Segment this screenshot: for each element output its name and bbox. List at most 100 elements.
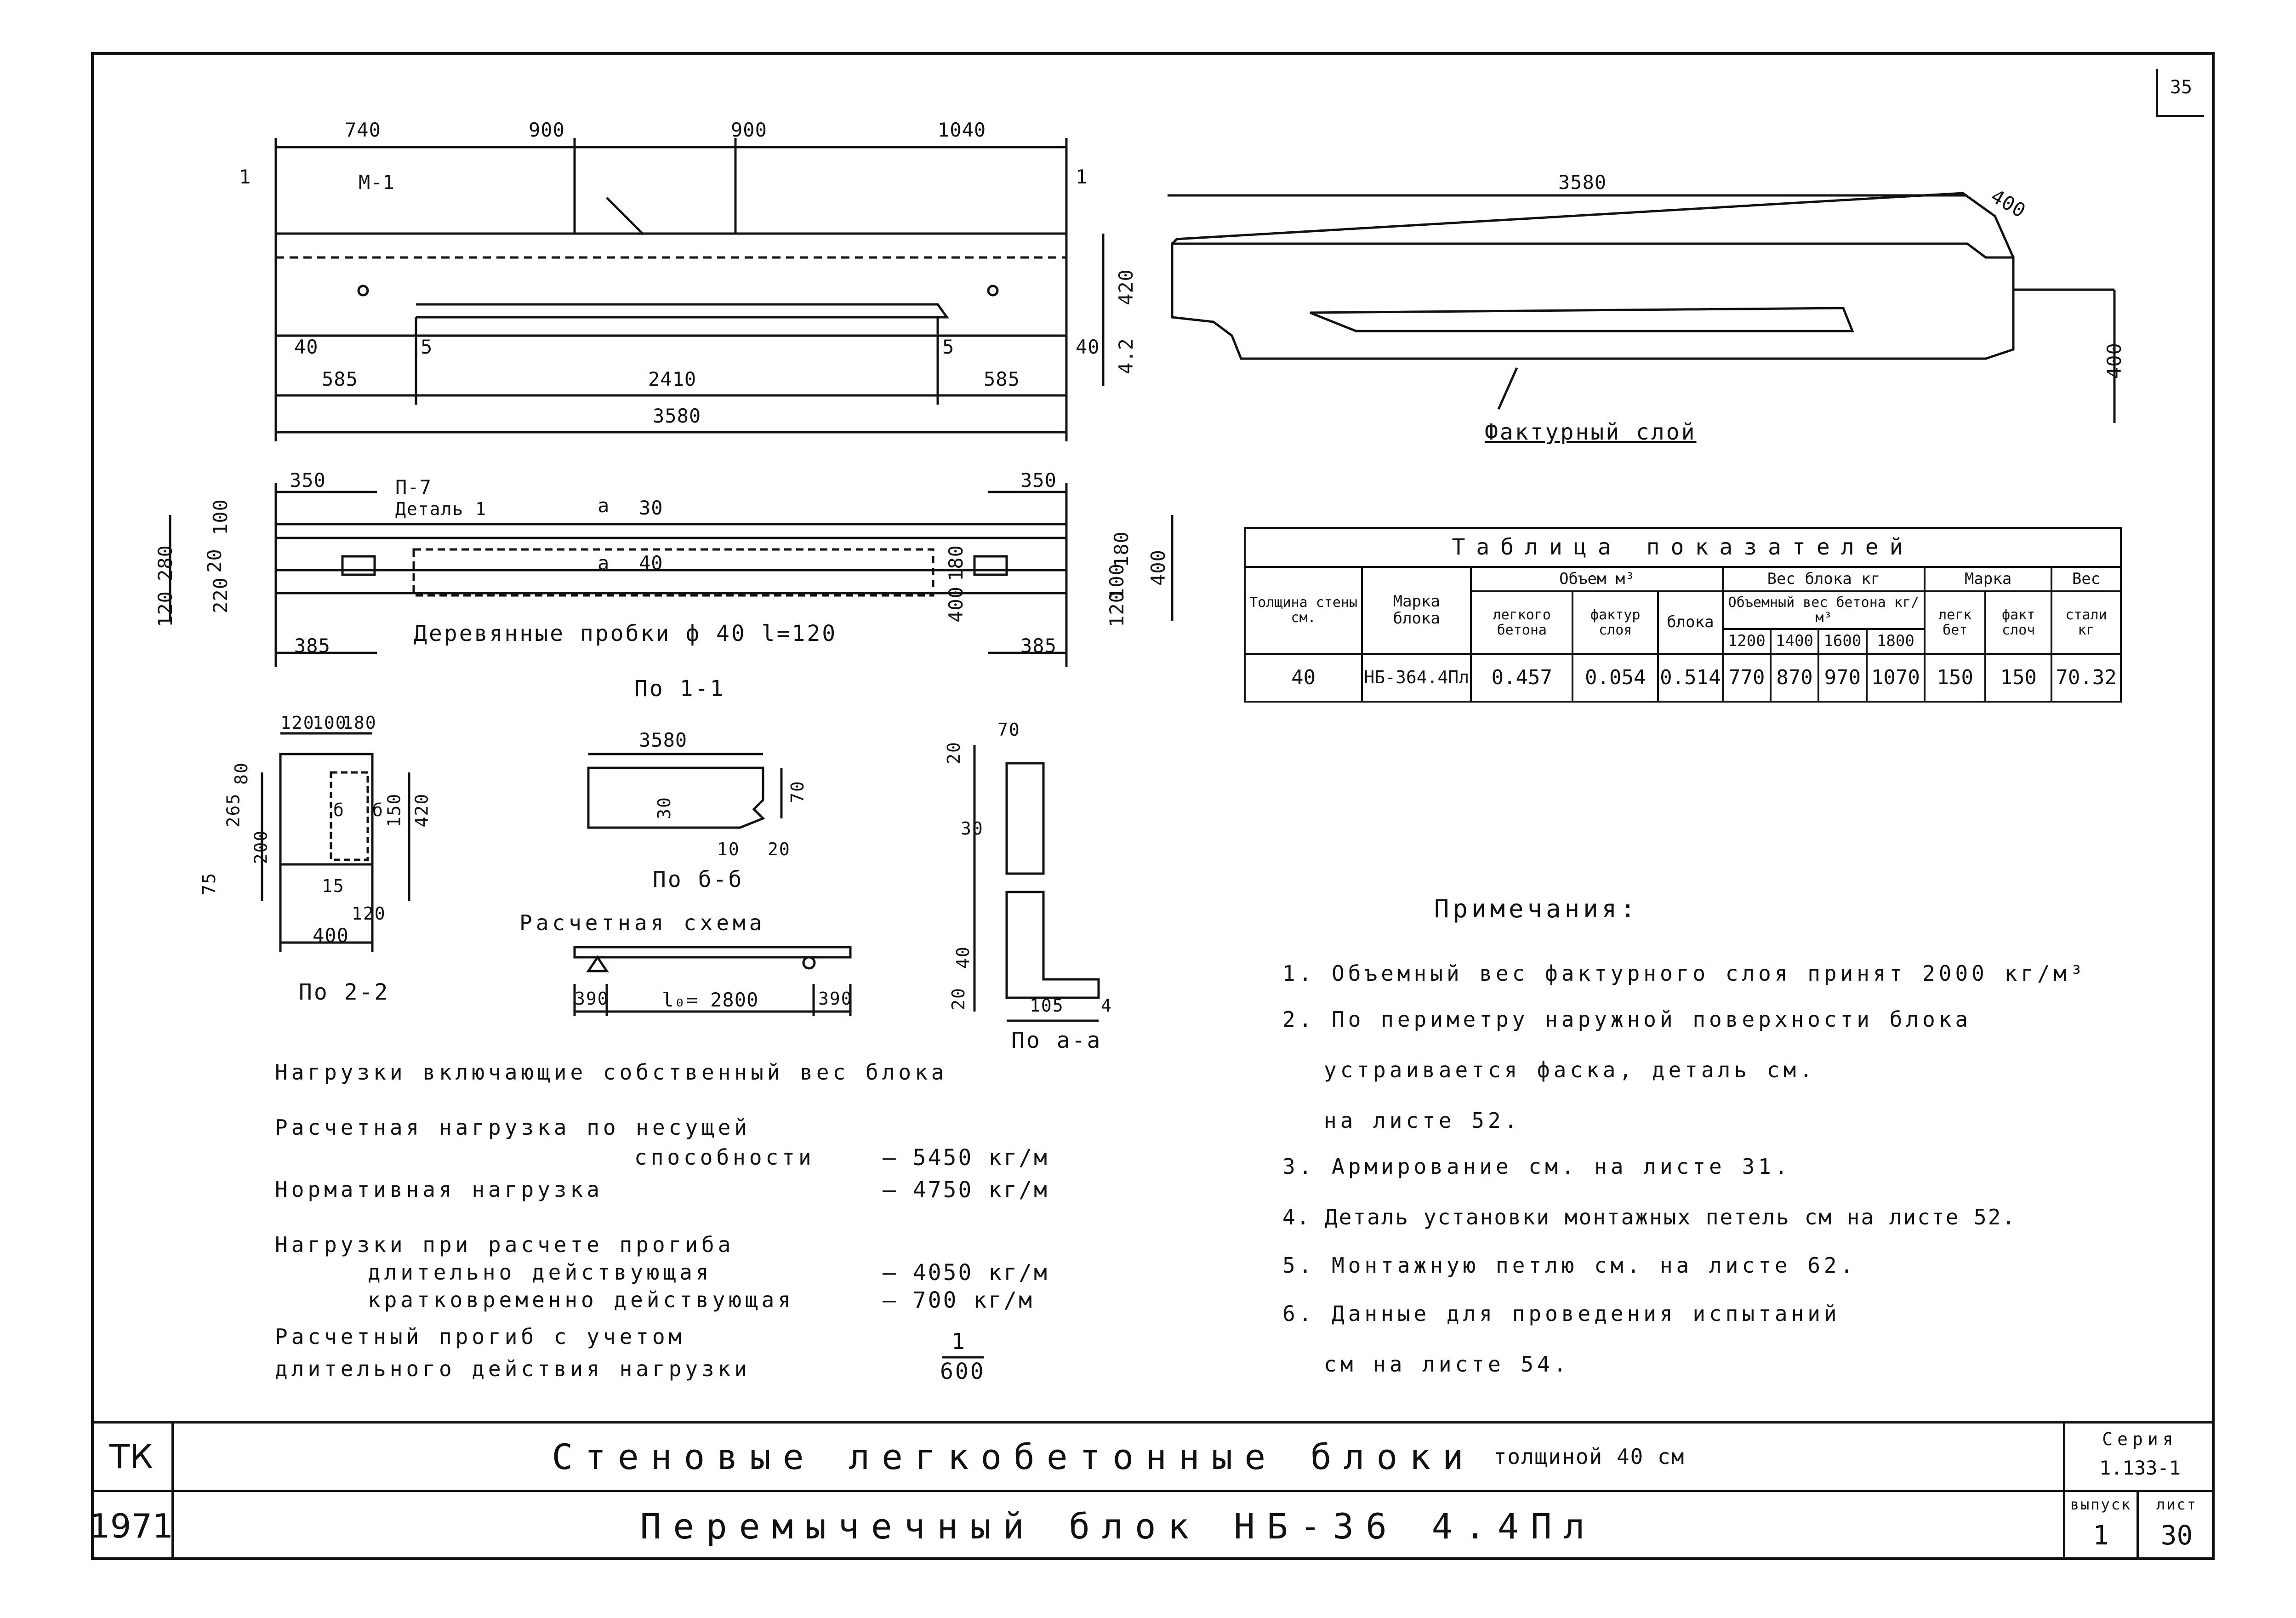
loads-calc-den: 600: [940, 1359, 986, 1384]
note-item-2c: на листе 52.: [1324, 1108, 1521, 1133]
note-item-6b: см на листе 54.: [1324, 1352, 1570, 1377]
plan-dim-right-120: 120: [1105, 591, 1128, 627]
note-item-6: 6. Данные для проведения испытаний: [1282, 1301, 1840, 1326]
table-header-volweight: Объемный вес бетона кг/м³: [1721, 590, 1926, 630]
title-block-subtitle-area: Перемычечный блок НБ-36 4.4Пл: [174, 1492, 2063, 1560]
s22-dim-200: 200: [251, 829, 271, 864]
indicators-table: Таблица показателей Толщина стены см. Ма…: [1243, 527, 2122, 703]
plan-section-a-bottom: а: [598, 552, 610, 574]
s22-dim-120b: 120: [352, 903, 386, 924]
table-header-marka: Марка: [1924, 566, 2053, 593]
sheet-value: 30: [2160, 1520, 2193, 1551]
title-block-title-sub: толщиной 40 см: [1493, 1444, 1685, 1469]
plan-outline: [274, 523, 1068, 595]
sbb-dim-20: 20: [768, 839, 791, 859]
plan-dim-left-280: 280: [154, 545, 177, 581]
scheme-beam: [573, 946, 852, 959]
elev-mark: М-1: [359, 171, 395, 194]
cell-w1200: 770: [1721, 652, 1772, 703]
cell-thickness: 40: [1243, 652, 1363, 703]
saa-dim-105: 105: [1030, 995, 1064, 1016]
plan-dim-350-left: 350: [290, 469, 326, 492]
saa-caption: По а-а: [1011, 1028, 1102, 1053]
elev-dim-5-left: 5: [421, 336, 433, 358]
table-header-fact-layer: фактур слоя: [1572, 590, 1659, 655]
cell-v-light: 0.457: [1470, 652, 1574, 703]
plan-dim-30: 30: [639, 497, 663, 519]
s22-dim-15: 15: [322, 876, 345, 896]
table-header-mark: Марка блока: [1361, 566, 1472, 655]
plan-dim-left-120: 120: [154, 591, 177, 627]
elev-dim-40-right: 40: [1076, 336, 1100, 358]
plan-dim-right-400: 400: [1146, 549, 1169, 586]
note-item-2b: устраивается фаска, деталь см.: [1324, 1058, 1816, 1082]
sbb-dim-30: 30: [654, 796, 674, 819]
s22-dim-80: 80: [231, 762, 251, 785]
title-block-issue-sheet: выпуск 1 лист 30: [2063, 1492, 2215, 1560]
plan-dim-385-left: 385: [294, 635, 330, 657]
elev-dim-420: 420: [1114, 269, 1137, 305]
loads-short-value: — 700 кг/м: [883, 1287, 1034, 1313]
plan-dim-left-20: 20: [203, 549, 226, 573]
cell-mark: НБ-364.4Пл: [1361, 652, 1472, 703]
series-value: 1.133-1: [2099, 1457, 2181, 1479]
table-header-w1200: 1200: [1721, 628, 1772, 655]
loads-design-label-1: Расчетная нагрузка по несущей: [275, 1115, 751, 1140]
axon-label-fact-layer: Фактурный слой: [1485, 419, 1697, 445]
plan-dim-left-100: 100: [209, 499, 232, 535]
s22-dim-100: 100: [313, 713, 347, 733]
loads-heading: Нагрузки включающие собственный вес блок…: [275, 1060, 948, 1085]
table-header-w1600: 1600: [1817, 628, 1868, 655]
s22-caption: По 2-2: [299, 979, 390, 1005]
note-item-2: 2. По периметру наружной поверхности бло…: [1282, 1007, 1972, 1032]
plan-dim-inner-180: 180: [944, 545, 967, 581]
scheme-dim-390-right: 390: [818, 989, 853, 1009]
table-header-thickness: Толщина стены см.: [1243, 566, 1363, 655]
cell-v-fact: 0.054: [1572, 652, 1659, 703]
loads-short-label: кратковременно действующая: [368, 1287, 795, 1312]
sbb-dim-10: 10: [717, 839, 740, 859]
table-header-ves: Вес: [2051, 566, 2122, 593]
table-header-w1800: 1800: [1865, 628, 1926, 655]
axon-dim-length: 3580: [1558, 171, 1607, 194]
table-header-weight: Вес блока кг: [1721, 566, 1926, 593]
drawing-sheet-frame: [91, 52, 2215, 1560]
saa-dim-20b: 20: [948, 987, 969, 1010]
plan-detail-mark: П-7: [395, 476, 432, 498]
sheet-cell: лист 30: [2139, 1492, 2215, 1560]
elev-dim-4-2: 4.2: [1114, 338, 1137, 374]
plan-dim-385-right: 385: [1020, 635, 1057, 657]
notes-title: Примечания:: [1434, 894, 1639, 923]
table-header-volume: Объем м³: [1470, 566, 1724, 593]
title-block-year: 1971: [89, 1492, 174, 1560]
saa-dim-4: 4: [1101, 995, 1112, 1016]
sbb-dim-3580: 3580: [639, 729, 688, 751]
title-block: ТК Стеновые легкобетонные блоки толщиной…: [89, 1421, 2215, 1560]
note-item-5: 5. Монтажную петлю см. на листе 62.: [1282, 1253, 1857, 1278]
s22-dim-265: 265: [223, 793, 244, 828]
table-header-block: блока: [1657, 590, 1724, 655]
elev-dim-585-left: 585: [322, 368, 358, 390]
elev-dim-900a: 900: [529, 119, 565, 141]
cell-w1800: 1070: [1865, 652, 1926, 703]
table-header-steel: стали кг: [2051, 590, 2122, 655]
issue-value: 1: [2093, 1520, 2109, 1551]
elev-dim-40-left: 40: [294, 336, 319, 358]
elev-dim-5-right: 5: [942, 336, 955, 358]
scheme-title: Расчетная схема: [519, 910, 766, 935]
s22-mark-b-right: б: [372, 800, 384, 820]
table-row: 40 НБ-364.4Пл 0.457 0.054 0.514 770 870 …: [1243, 652, 2122, 703]
loads-norm-label: Нормативная нагрузка: [275, 1177, 603, 1202]
plan-dim-350-right: 350: [1020, 469, 1057, 492]
section-bb-outline: [587, 766, 765, 829]
s22-dim-75: 75: [199, 872, 219, 895]
title-block-main: Стеновые легкобетонные блоки толщиной 40…: [174, 1424, 2063, 1490]
cell-m-light: 150: [1924, 652, 1987, 703]
title-block-row-1: ТК Стеновые легкобетонные блоки толщиной…: [91, 1421, 2215, 1490]
sheet-label: лист: [2156, 1496, 2198, 1513]
plan-section-a-top: а: [598, 494, 610, 517]
scheme-dim-390-left: 390: [575, 989, 609, 1009]
elev-dim-total: 3580: [653, 405, 701, 427]
scheme-span: l₀= 2800: [662, 989, 759, 1011]
plan-caption: По 1-1: [634, 676, 725, 702]
